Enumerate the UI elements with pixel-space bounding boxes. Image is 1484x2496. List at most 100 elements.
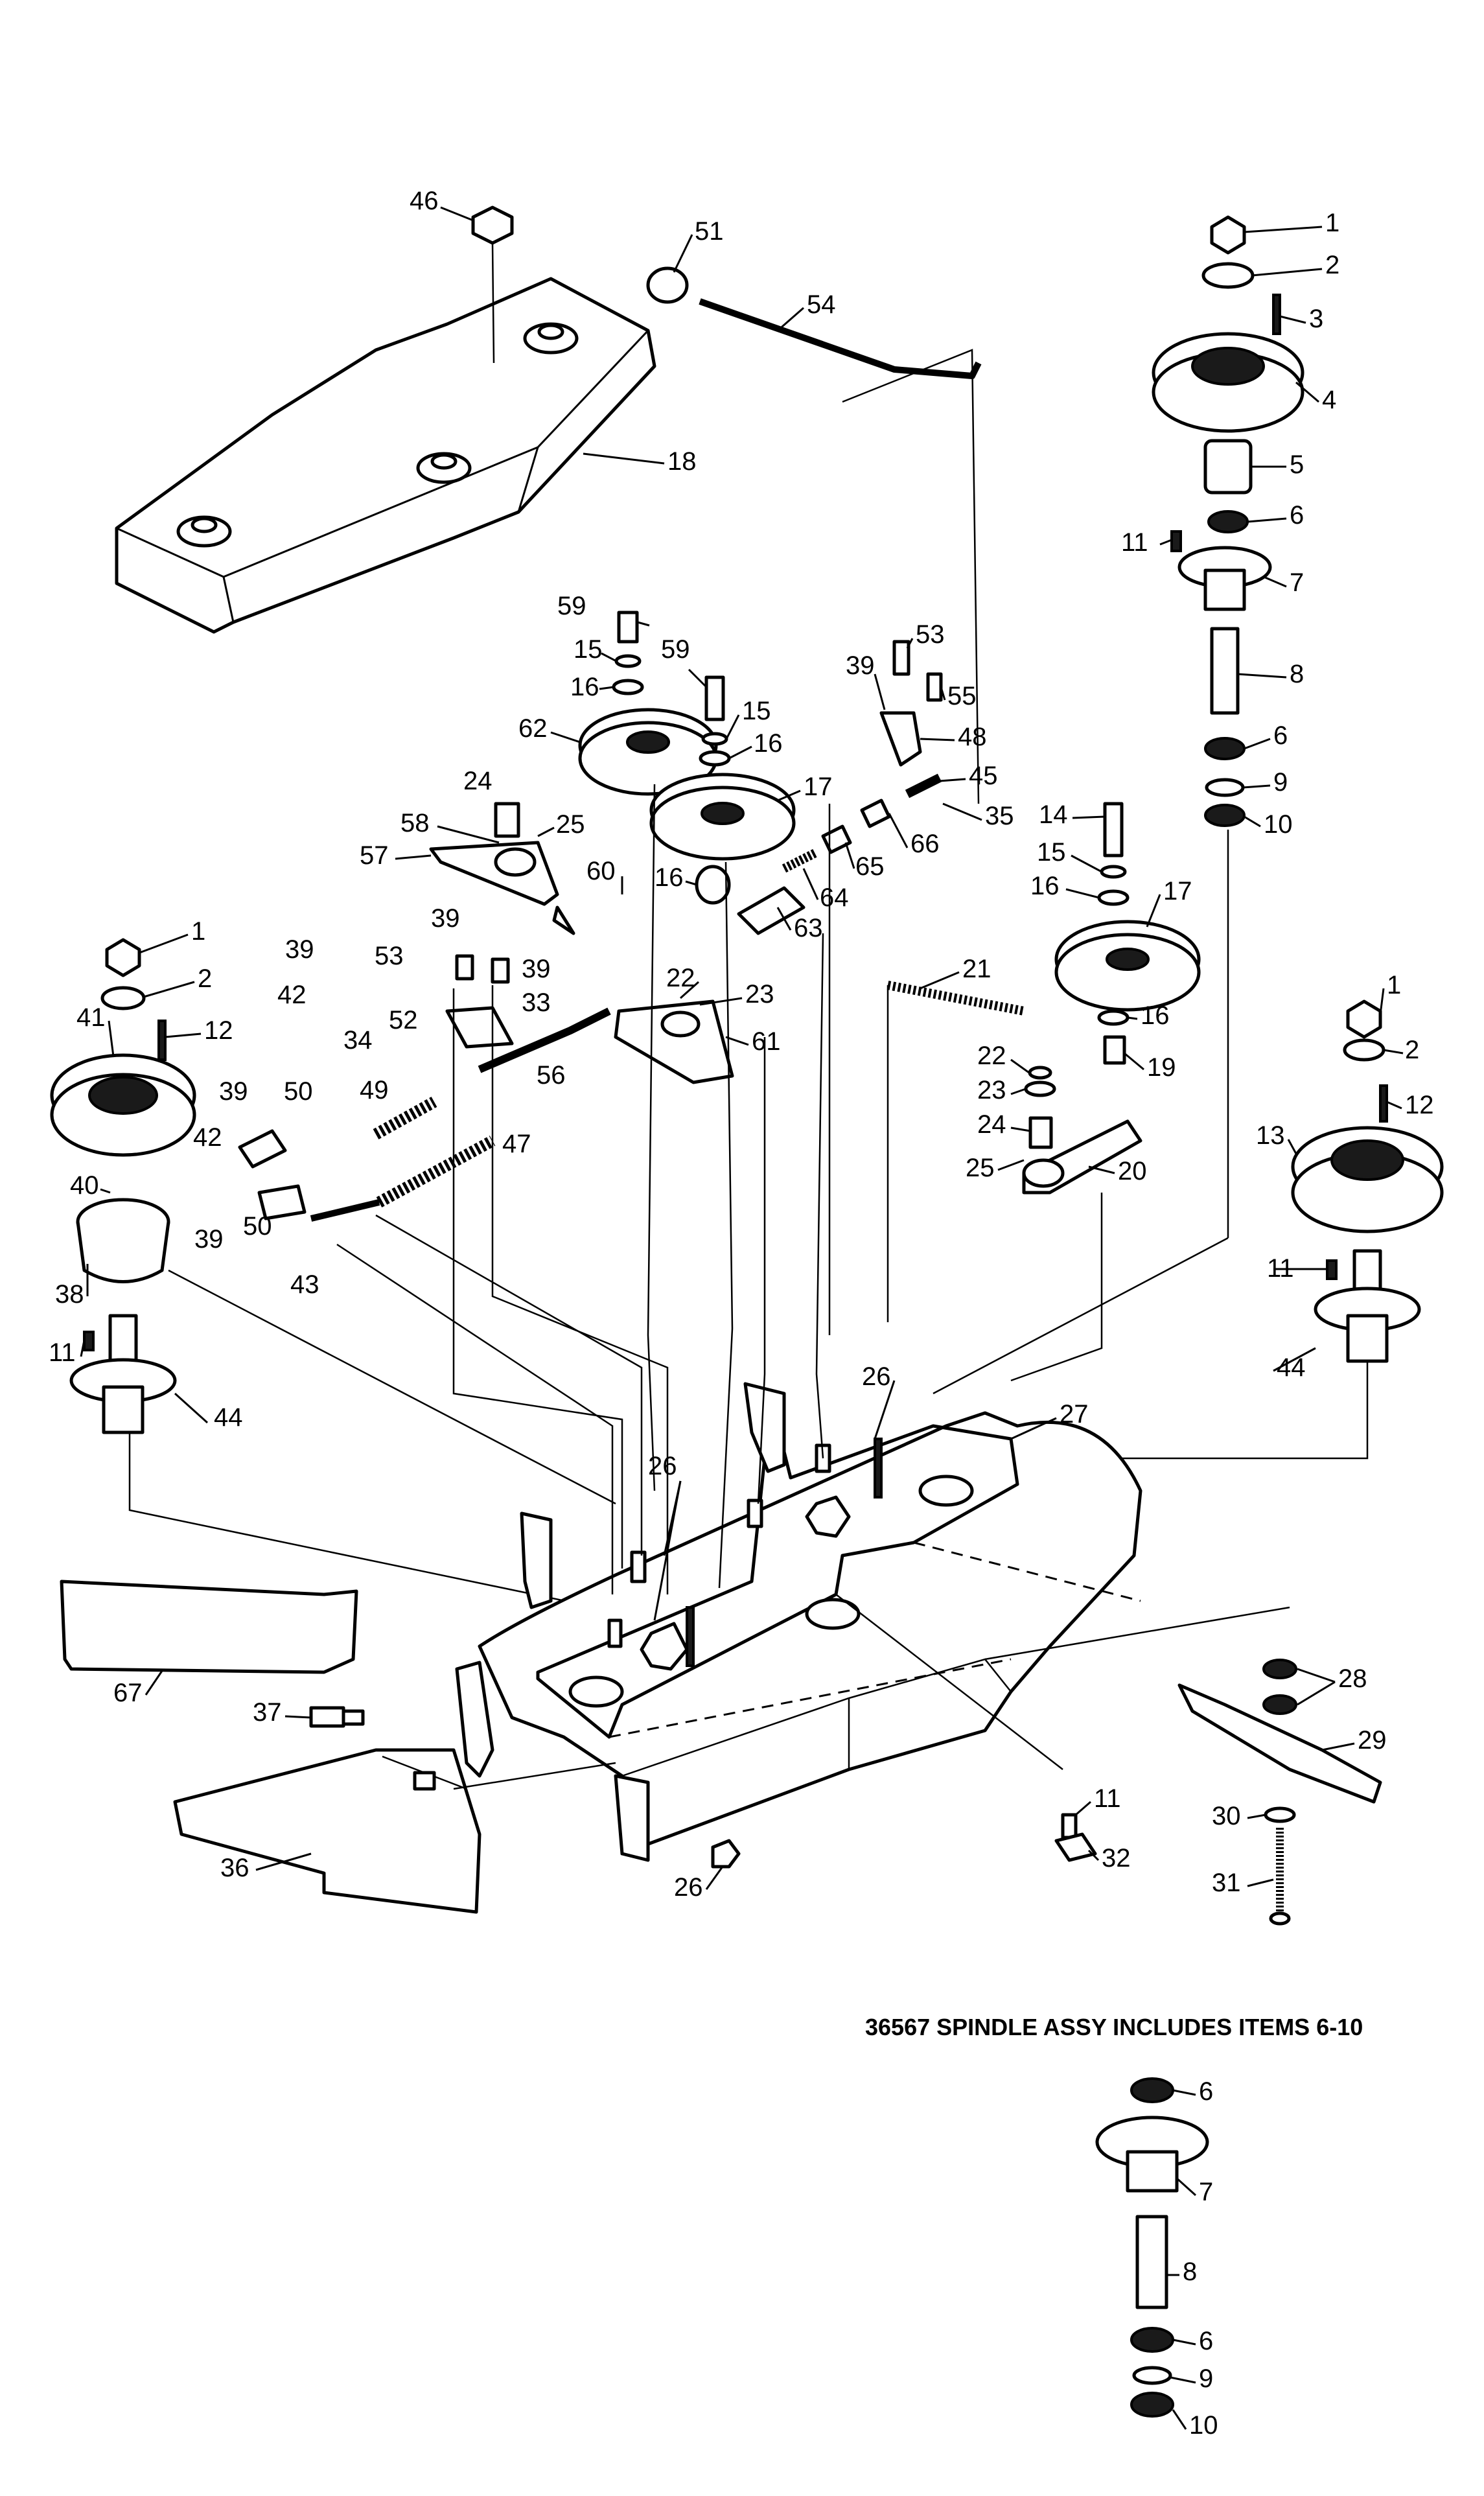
right-spindle-stack: [933, 215, 1304, 1395]
callout-49: 49: [360, 1076, 389, 1104]
inset-spindle-assembly: [1095, 2077, 1209, 2418]
left-linkage: [445, 954, 734, 1084]
spindle-assembly-caption: 36567 SPINDLE ASSY INCLUDES ITEMS 6-10: [865, 2014, 1363, 2040]
callout-2-top: 2: [1325, 251, 1339, 279]
callout-11-bottom: 11: [1094, 1784, 1121, 1813]
spring-49-rod-47: [310, 1097, 496, 1222]
callout-26-top: 26: [862, 1362, 891, 1391]
callout-3: 3: [1309, 305, 1323, 333]
callout-33: 33: [522, 988, 551, 1017]
blade-stack: [1177, 1659, 1382, 1926]
callout-37: 37: [253, 1698, 282, 1727]
callout-65: 65: [855, 852, 885, 881]
callout-14: 14: [1039, 800, 1068, 829]
callout-17-right: 17: [1163, 877, 1192, 905]
assembly-guides: [336, 784, 1103, 1594]
callout-1-right: 1: [1387, 971, 1401, 999]
callout-2-left: 2: [198, 964, 212, 993]
callout-15-left: 15: [574, 635, 603, 664]
callout-16-right-lower: 16: [1141, 1001, 1170, 1030]
callout-51: 51: [695, 217, 724, 246]
callout-7-inset: 7: [1199, 2178, 1213, 2206]
callout-42-a: 42: [277, 981, 307, 1009]
left-spindle-stack: [50, 938, 616, 1609]
callout-6-mid: 6: [1273, 721, 1288, 750]
callout-63: 63: [794, 914, 823, 942]
idler-pulleys: [578, 611, 1201, 1065]
callout-25-right: 25: [966, 1154, 995, 1182]
spring-21-drawing: [887, 981, 1025, 1322]
callout-16-left: 16: [570, 673, 599, 701]
callout-30: 30: [1212, 1802, 1241, 1830]
callout-62: 62: [518, 714, 548, 743]
callout-11-top: 11: [1121, 528, 1148, 557]
callout-60: 60: [586, 857, 616, 885]
rod-54-drawing: [646, 266, 982, 804]
idler-arm-20-drawing: [1022, 1066, 1142, 1195]
callout-23-right: 23: [977, 1076, 1006, 1104]
brackets-50: [238, 1129, 307, 1220]
callout-5: 5: [1290, 450, 1304, 479]
callout-36: 36: [220, 1854, 249, 1882]
callout-43: 43: [290, 1270, 319, 1299]
callout-6-inset-top: 6: [1199, 2077, 1213, 2106]
callout-9-inset: 9: [1199, 2364, 1213, 2393]
idler-arm-57-drawing: [429, 802, 575, 935]
callout-47: 47: [502, 1130, 531, 1158]
bottom-small-parts: [309, 1706, 1097, 1869]
callout-2-right: 2: [1405, 1036, 1419, 1064]
right-lower-spindle: [972, 999, 1444, 1460]
callout-34: 34: [343, 1026, 373, 1055]
deck-27-drawing: [478, 1382, 1290, 1862]
callout-44-left: 44: [214, 1403, 243, 1432]
callout-11-left: 11: [49, 1338, 76, 1367]
callout-7-top: 7: [1290, 568, 1304, 597]
callout-8-inset: 8: [1183, 2257, 1197, 2286]
callout-64: 64: [820, 883, 849, 912]
callout-labels: 46 51 54 18 1 2 3 4 5 6 11 7 8 6 9 10 59…: [49, 187, 1434, 2440]
callout-16-far-right: 16: [1030, 872, 1060, 900]
callout-23-center: 23: [745, 980, 774, 1009]
callout-22-right: 22: [977, 1042, 1006, 1070]
callout-61: 61: [752, 1027, 781, 1056]
callout-8-top: 8: [1290, 660, 1304, 688]
callout-16-lower: 16: [655, 863, 684, 892]
callout-45: 45: [969, 762, 998, 790]
callout-39-e: 39: [194, 1225, 224, 1254]
callout-29: 29: [1358, 1726, 1387, 1755]
callout-4: 4: [1322, 386, 1336, 414]
callout-26-bottom: 26: [674, 1873, 703, 1902]
callout-28: 28: [1338, 1664, 1367, 1693]
callout-39-top: 39: [846, 651, 875, 680]
callout-6-inset-bottom: 6: [1199, 2327, 1213, 2355]
callout-15-right: 15: [742, 697, 771, 725]
callout-53-top: 53: [916, 620, 945, 649]
callout-53-left: 53: [375, 942, 404, 970]
callout-21: 21: [962, 955, 991, 983]
callout-26-center: 26: [648, 1452, 677, 1480]
callout-67: 67: [113, 1679, 143, 1707]
callout-39-b: 39: [431, 904, 460, 933]
callout-40: 40: [70, 1171, 99, 1200]
callout-38: 38: [55, 1280, 84, 1309]
belt-cover-drawing: [115, 277, 656, 634]
callout-13: 13: [1256, 1121, 1285, 1150]
callout-10-inset: 10: [1189, 2411, 1218, 2440]
callout-39-a: 39: [285, 935, 314, 964]
callout-52: 52: [389, 1006, 418, 1034]
callout-42-b: 42: [193, 1123, 222, 1152]
callout-16-right: 16: [754, 729, 783, 758]
callout-25-left: 25: [556, 810, 585, 839]
callout-50-b: 50: [243, 1212, 272, 1241]
callout-9-top: 9: [1273, 768, 1288, 797]
callout-46: 46: [410, 187, 439, 215]
callout-6-top: 6: [1290, 501, 1304, 530]
knob-46-drawing: [471, 205, 514, 364]
callout-18: 18: [667, 447, 697, 476]
callout-leaders: [80, 206, 1404, 2430]
callout-17-center: 17: [804, 773, 833, 801]
callout-59-right: 59: [661, 635, 690, 664]
callout-39-c: 39: [522, 955, 551, 983]
callout-24-left: 24: [463, 767, 493, 795]
